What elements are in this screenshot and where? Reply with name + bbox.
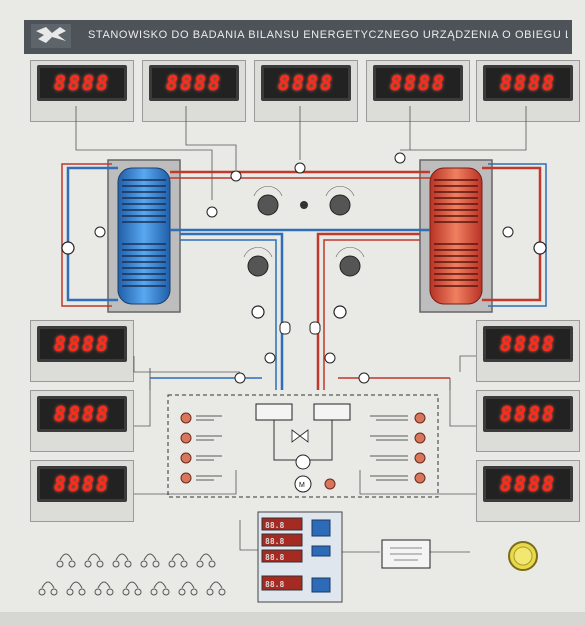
- indicator-lamp: [325, 479, 335, 489]
- condenser-box: [314, 404, 350, 420]
- fault-switches: [39, 554, 225, 595]
- svg-text:88.8: 88.8: [265, 521, 284, 530]
- cold-tank: [118, 168, 170, 304]
- pipe-hot-down: [318, 234, 420, 390]
- evaporator-box: [256, 404, 292, 420]
- svg-text:M: M: [299, 482, 305, 489]
- expansion-valve-icon: [292, 430, 308, 442]
- flow-meter-icon: [280, 322, 320, 334]
- svg-text:88.8: 88.8: [265, 580, 284, 589]
- svg-text:88.8: 88.8: [265, 553, 284, 562]
- compressor-icon: [296, 455, 310, 469]
- hot-tank: [430, 168, 482, 304]
- alarm-lamp-icon: [181, 413, 425, 483]
- knob-icon: [248, 195, 360, 276]
- pipe-right-blue: [488, 164, 546, 306]
- pipe-cold-down: [180, 234, 282, 390]
- svg-text:88.8: 88.8: [265, 537, 284, 546]
